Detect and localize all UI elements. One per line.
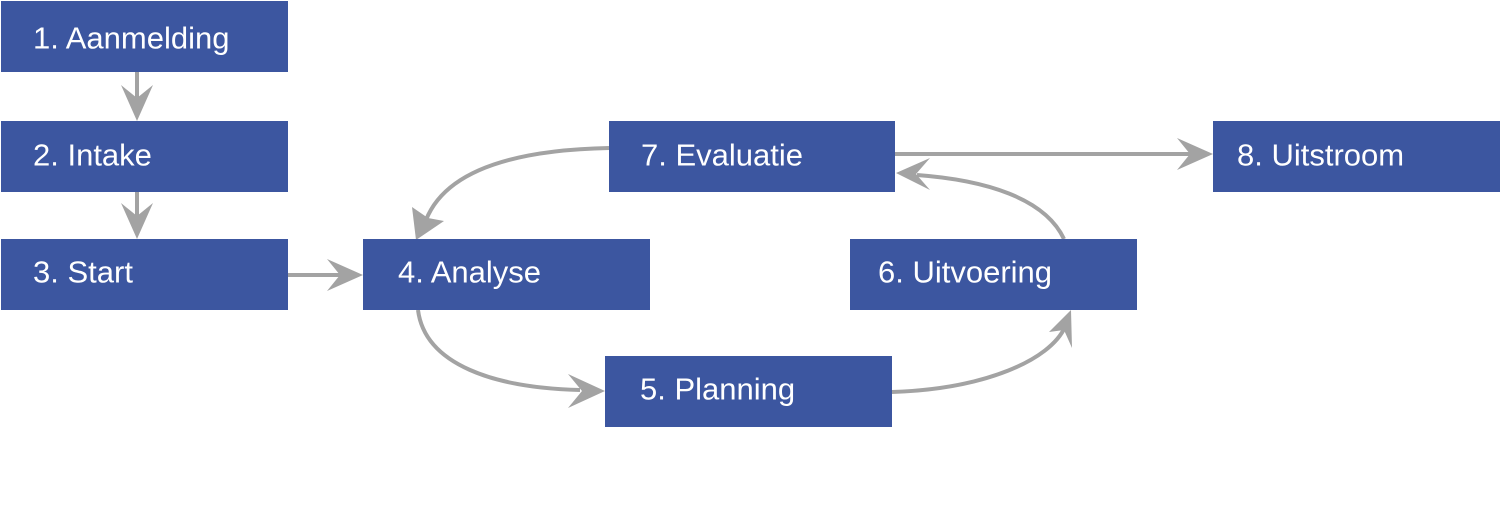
- node-aanmelding: 1. Aanmelding: [1, 1, 288, 72]
- node-evaluatie-label: 7. Evaluatie: [641, 138, 803, 173]
- node-uitstroom: 8. Uitstroom: [1213, 121, 1500, 192]
- node-uitstroom-label: 8. Uitstroom: [1237, 138, 1404, 173]
- edge-evaluatie-to-analyse: [412, 146, 610, 240]
- node-analyse-label: 4. Analyse: [398, 255, 541, 290]
- edge-analyse-to-planning: [416, 309, 605, 408]
- node-evaluatie: 7. Evaluatie: [609, 121, 895, 192]
- edges: [121, 72, 1213, 408]
- edge-intake-to-start: [121, 192, 153, 239]
- node-intake: 2. Intake: [1, 121, 288, 192]
- node-planning-label: 5. Planning: [640, 372, 795, 407]
- edge-evaluatie-to-uitstroom: [895, 138, 1213, 170]
- node-uitvoering-label: 6. Uitvoering: [878, 255, 1052, 290]
- edge-start-to-analyse: [288, 259, 363, 291]
- node-aanmelding-label: 1. Aanmelding: [33, 21, 229, 56]
- nodes: 1. Aanmelding 2. Intake 3. Start 4. Anal…: [1, 1, 1500, 427]
- node-start-label: 3. Start: [33, 255, 133, 290]
- node-start: 3. Start: [1, 239, 288, 310]
- edge-planning-to-uitvoering: [891, 310, 1072, 394]
- edge-aanmelding-to-intake: [121, 72, 153, 121]
- node-analyse: 4. Analyse: [363, 239, 650, 310]
- node-intake-label: 2. Intake: [33, 138, 152, 173]
- edge-uitvoering-to-evaluatie: [896, 158, 1066, 240]
- node-planning: 5. Planning: [605, 356, 892, 427]
- node-uitvoering: 6. Uitvoering: [850, 239, 1137, 310]
